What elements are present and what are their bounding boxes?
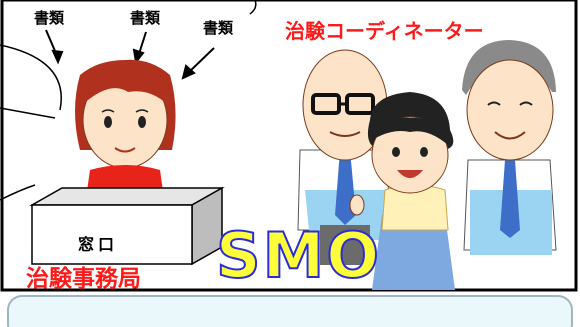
office-staff-woman — [75, 59, 176, 205]
coordinator-man-smiling — [462, 40, 557, 255]
document-arrow-2 — [132, 31, 147, 65]
smo-logo-text: SMO — [215, 219, 382, 292]
speech-bubble-edge — [0, 44, 62, 111]
document-arrow-1 — [45, 29, 64, 65]
coordinator-woman-front — [349, 92, 455, 290]
speech-bubble-tail — [0, 107, 56, 119]
document-arrow-3 — [181, 47, 215, 80]
info-box — [7, 295, 573, 327]
counter-desk — [29, 186, 225, 266]
counter-label: 窓口 — [78, 235, 119, 254]
document-label-3: 書類 — [203, 19, 234, 37]
document-label-1: 書類 — [34, 9, 65, 27]
coordinator-label: 治験コーディネーター — [285, 19, 484, 43]
office-label: 治験事務局 — [26, 266, 141, 292]
curve-line — [249, 0, 257, 15]
document-label-2: 書類 — [130, 9, 161, 27]
pointer-line — [0, 184, 36, 201]
